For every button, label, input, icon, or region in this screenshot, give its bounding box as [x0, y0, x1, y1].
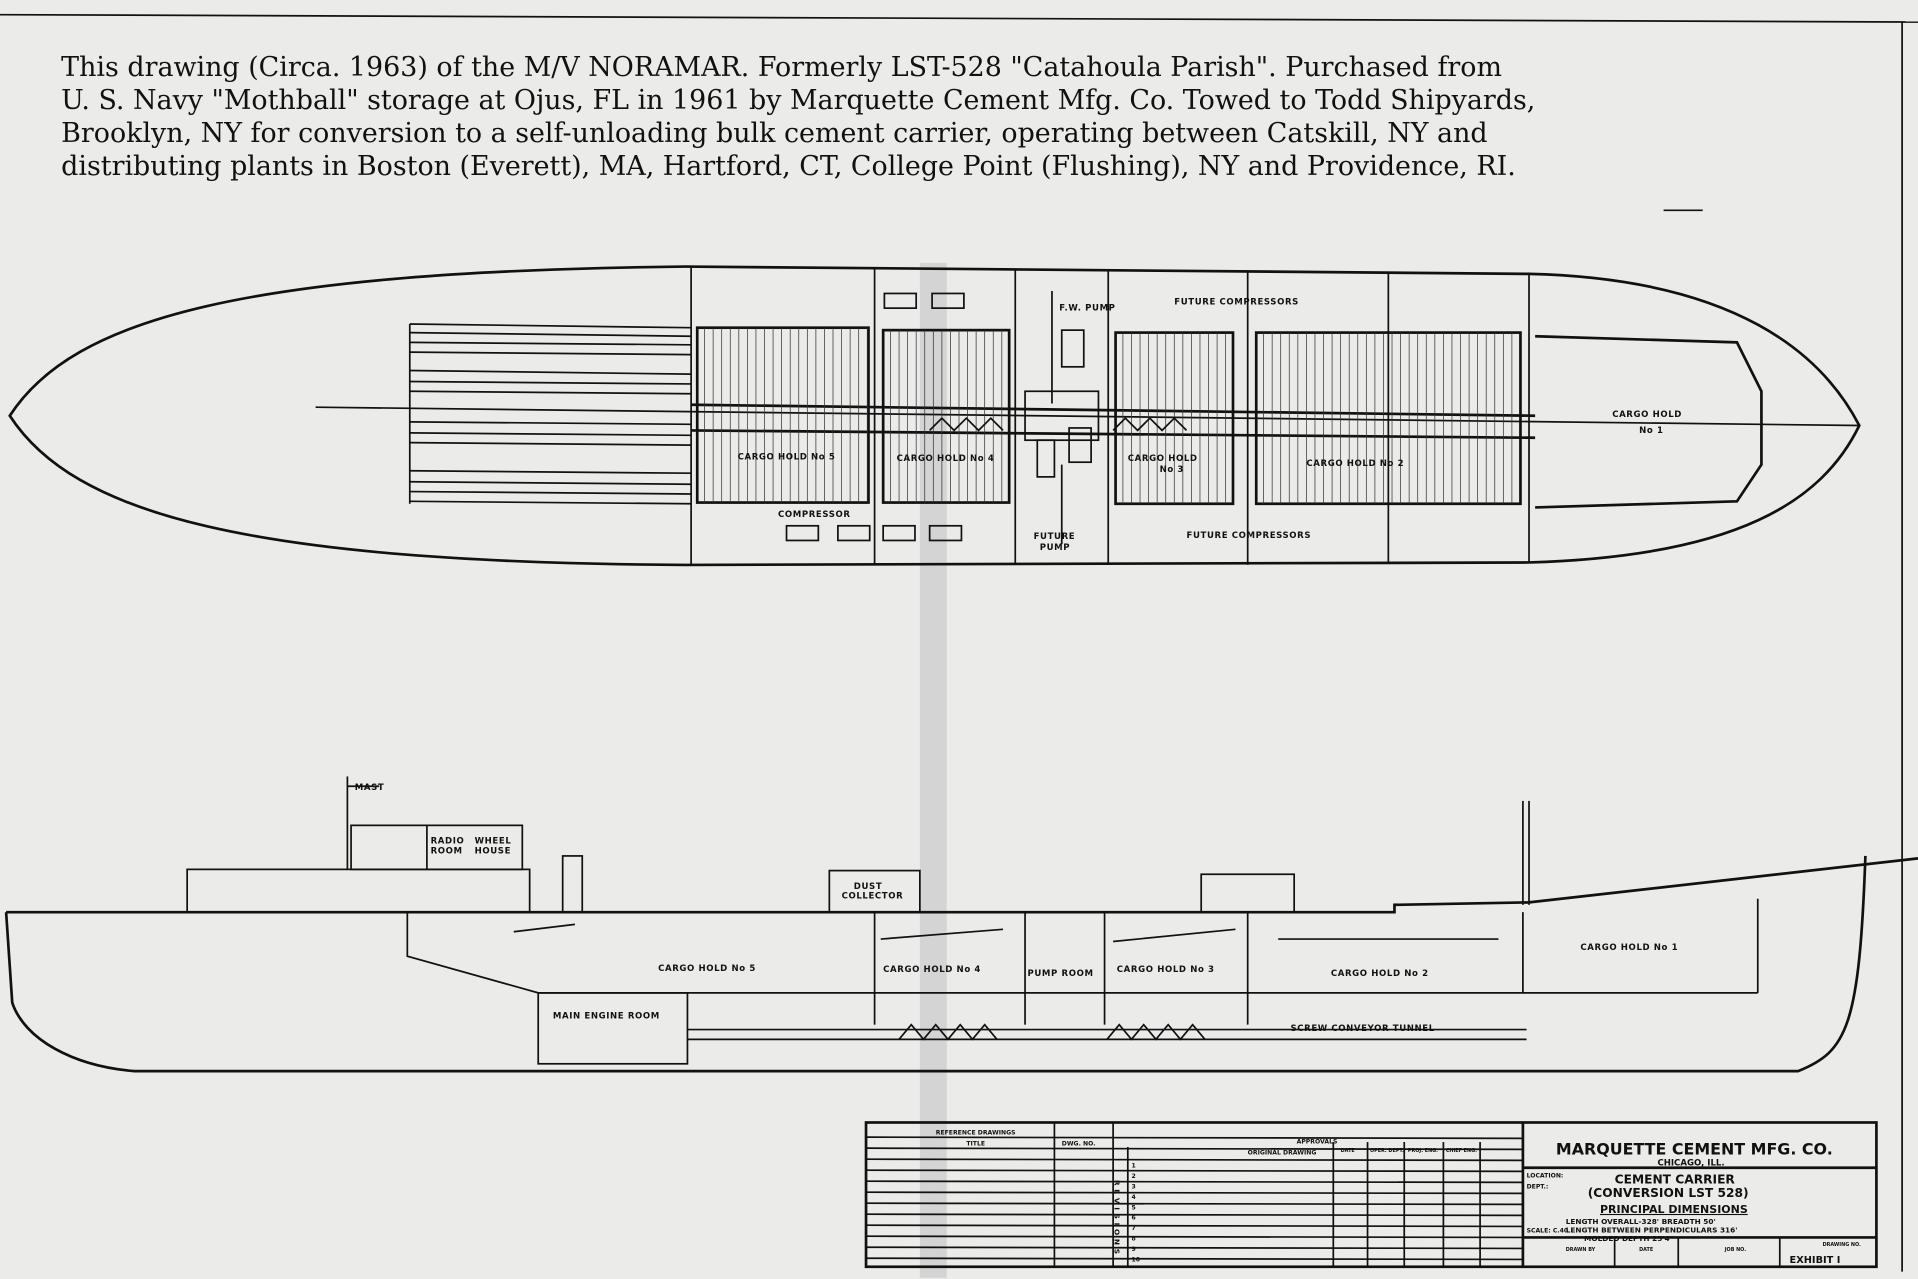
compressor-label: COMPRESSOR	[778, 510, 851, 520]
hold-label: CARGO HOLD	[1612, 410, 1682, 420]
screw-conveyor-tunnel-label: SCREW CONVEYOR TUNNEL	[1290, 1024, 1434, 1034]
hold-label: CARGO HOLD No 3	[1117, 965, 1215, 975]
approval-col: CHIEF ENG.	[1446, 1148, 1477, 1154]
revisions-label: REVISIONS	[1112, 1180, 1121, 1258]
title-block-row-line	[866, 1246, 1523, 1250]
revision-number: 4	[1131, 1194, 1135, 1201]
hold-label: CARGO HOLD No 1	[1580, 943, 1678, 953]
company-name: MARQUETTE CEMENT MFG. CO.	[1556, 1139, 1833, 1158]
title-block-row-line	[866, 1213, 1523, 1217]
revision-number: 9	[1131, 1246, 1135, 1253]
location-label: LOCATION:	[1527, 1173, 1564, 1180]
approval-col: DATE	[1341, 1148, 1355, 1154]
title-block-row-line	[866, 1224, 1523, 1228]
title-block-row-line	[866, 1136, 1523, 1140]
title-block-row-line	[866, 1169, 1523, 1173]
title-block-row-line	[866, 1191, 1523, 1195]
future-pump-label: PUMP	[1040, 543, 1070, 553]
revision-number: 6	[1131, 1215, 1135, 1222]
dust-collector-label: DUST	[854, 882, 882, 892]
wheel-house-label: WHEEL	[475, 837, 512, 847]
drawn-by-label: DRAWN BY	[1566, 1247, 1596, 1253]
dwg-no-header: DWG. NO.	[1062, 1141, 1096, 1148]
title-column-header: TITLE	[966, 1141, 985, 1148]
revision-number: 8	[1131, 1235, 1135, 1242]
hold-label: CARGO HOLD No 4	[897, 454, 995, 464]
main-engine-room-label: MAIN ENGINE ROOM	[553, 1012, 660, 1022]
dust-collector-label: COLLECTOR	[842, 892, 904, 902]
hold-label: CARGO HOLD No 5	[658, 964, 756, 974]
hold-label: No 1	[1639, 426, 1663, 436]
subject-line: (CONVERSION LST 528)	[1588, 1186, 1749, 1200]
exhibit-label: EXHIBIT I	[1790, 1255, 1841, 1266]
hold-label: CARGO HOLD No 4	[883, 965, 981, 975]
approval-col: PROJ. ENG.	[1408, 1148, 1438, 1154]
dimension-line: LENGTH BETWEEN PERPENDICULARS 316'	[1566, 1226, 1738, 1235]
dimension-line: LENGTH OVERALL-328' BREADTH 50'	[1566, 1217, 1716, 1226]
screw-conveyor-aft	[929, 416, 1004, 432]
radio-room-label: RADIO	[431, 837, 465, 847]
title-block-row-line	[866, 1147, 1523, 1151]
revision-number: 1	[1131, 1163, 1135, 1170]
hold-label: CARGO HOLD No 5	[738, 453, 836, 463]
original-drawing-header: ORIGINAL DRAWING	[1248, 1149, 1317, 1156]
hull-outline-profile	[4, 855, 1918, 1073]
wheel-house-label: HOUSE	[475, 846, 511, 856]
mast-label: MAST	[355, 783, 385, 793]
title-block-row-line	[866, 1202, 1523, 1206]
dimension-line: MOLDED DEPTH 25'4"	[1584, 1234, 1674, 1243]
subject-line: CEMENT CARRIER	[1615, 1173, 1736, 1187]
profile-view: MAST RADIO ROOM WHEEL HOUSE DUST COLLECT…	[4, 776, 1918, 1073]
title-block-row-line	[866, 1257, 1523, 1261]
job-no-label: JOB NO.	[1724, 1247, 1746, 1253]
compressor-units	[785, 292, 965, 542]
caption: This drawing (Circa. 1963) of the M/V NO…	[61, 52, 1535, 182]
title-block-row-line	[866, 1180, 1523, 1184]
hold-label: No 3	[1160, 465, 1184, 475]
screw-conveyor-profile	[898, 1023, 998, 1041]
approvals-header: APPROVALS	[1297, 1138, 1338, 1145]
title-block: REFERENCE DRAWINGS TITLE DWG. NO. APPROV…	[864, 1121, 1878, 1269]
hold-label: CARGO HOLD No 2	[1331, 969, 1429, 979]
radio-room-label: ROOM	[431, 846, 463, 856]
future-pump-label: FUTURE	[1034, 532, 1076, 542]
caption-line: Brooklyn, NY for conversion to a self-un…	[61, 118, 1487, 149]
caption-line: U. S. Navy "Mothball" storage at Ojus, F…	[61, 85, 1535, 116]
hold-label: CARGO HOLD	[1128, 454, 1198, 464]
revision-number: 5	[1131, 1204, 1135, 1211]
dept-label: DEPT.:	[1527, 1184, 1549, 1191]
hold-label: CARGO HOLD No 2	[1306, 459, 1404, 469]
title-block-row-line	[866, 1158, 1523, 1162]
date-label: DATE	[1639, 1247, 1653, 1253]
pump-equipment	[1024, 291, 1100, 545]
revision-number: 2	[1131, 1173, 1135, 1180]
reference-drawings-header: REFERENCE DRAWINGS	[936, 1130, 1016, 1137]
title-block-row-line	[866, 1235, 1523, 1239]
approval-col: OPER. DEPT.	[1370, 1148, 1404, 1154]
border-top	[0, 13, 1918, 23]
screw-conveyor-fwd	[1112, 416, 1188, 432]
fw-pump-label: F.W. PUMP	[1059, 304, 1115, 314]
company-city: CHICAGO, ILL.	[1657, 1158, 1724, 1168]
principal-dimensions-heading: PRINCIPAL DIMENSIONS	[1600, 1203, 1748, 1216]
caption-line: distributing plants in Boston (Everett),…	[61, 151, 1516, 182]
pump-room-label: PUMP ROOM	[1028, 969, 1094, 979]
plan-view: F.W. PUMP FUTURE COMPRESSORS FUTURE COMP…	[8, 265, 1861, 567]
revision-number: 10	[1131, 1256, 1140, 1263]
screw-conveyor-profile	[1106, 1023, 1206, 1041]
revision-number: 7	[1131, 1225, 1135, 1232]
future-compressors-label: FUTURE COMPRESSORS	[1174, 297, 1299, 307]
caption-line: This drawing (Circa. 1963) of the M/V NO…	[61, 52, 1502, 83]
drawing-no-label: DRAWING NO.	[1823, 1242, 1861, 1248]
revision-number: 3	[1131, 1184, 1135, 1191]
future-compressors-label: FUTURE COMPRESSORS	[1187, 531, 1312, 541]
scale-label: SCALE: C.40	[1527, 1228, 1569, 1235]
